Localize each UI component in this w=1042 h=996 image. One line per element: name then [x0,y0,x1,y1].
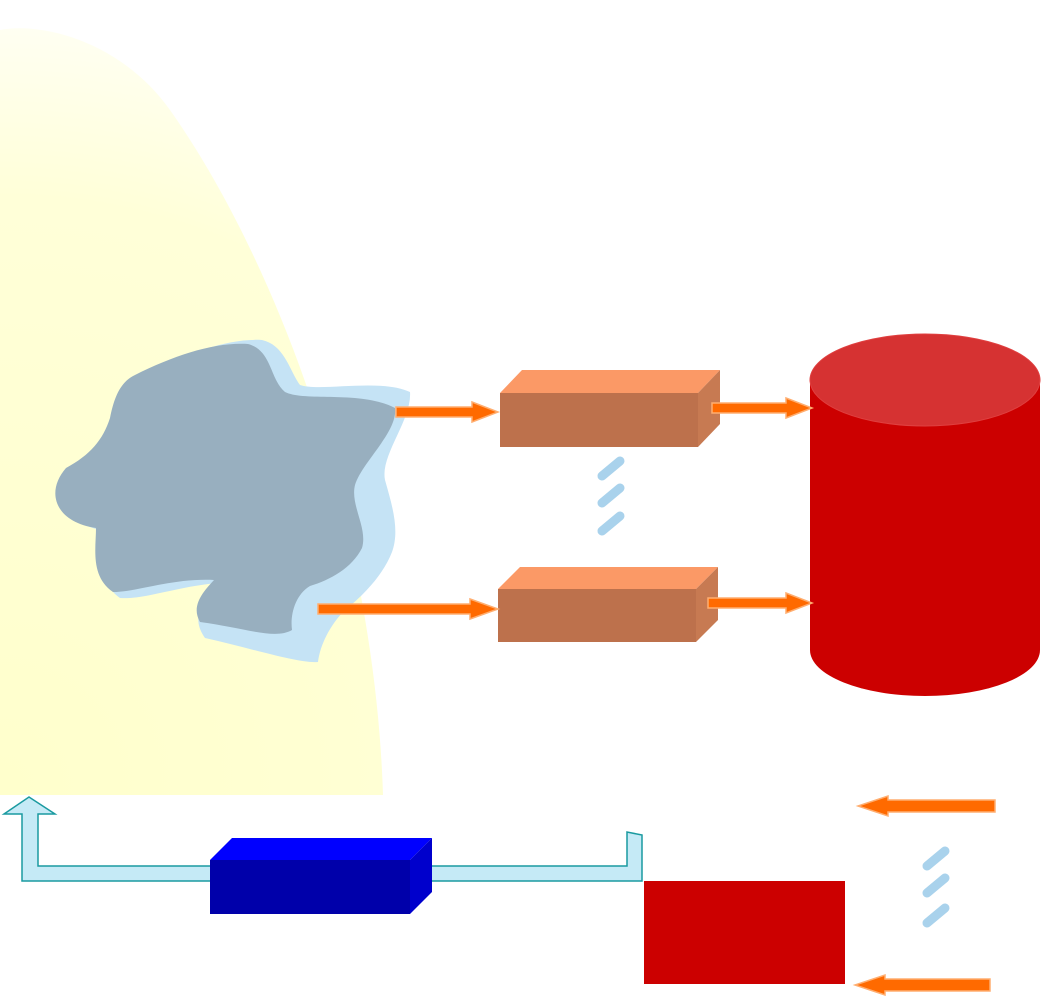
cloud-shape [55,339,411,663]
box-upper-top [500,370,720,393]
cloud-face [55,343,396,634]
cylinder-body [810,380,1040,696]
arrows [317,396,996,996]
ellipsis-dash [922,903,950,928]
box-lower-side [696,567,718,642]
ellipsis-dash [922,873,950,898]
arrow-box-lower-to-cylinder [707,591,815,615]
ellipsis-between-boxes [597,456,625,536]
box-lower-top [498,567,718,589]
ellipsis-dash [922,846,950,871]
box-lower [498,567,718,642]
blue-box [210,838,432,914]
ellipsis-dash [597,511,625,536]
red-rect [644,881,845,984]
box-lower-front [498,589,696,642]
arrow-cloud-to-box-lower [317,597,501,621]
ellipsis-between-right-arrows [922,846,950,928]
box-upper-front [500,393,698,447]
box-upper [500,370,720,447]
ellipsis-dash [597,456,625,481]
cylinder-top [809,333,1041,427]
arrow-box-upper-to-cylinder [711,396,815,420]
blue-box-top [210,838,432,860]
arrow-cloud-to-box-upper [395,400,501,424]
loop-arrow [1,796,643,882]
blue-box-side [410,838,432,914]
arrow-right-lower [852,973,991,996]
ellipsis-dash [597,483,625,508]
box-upper-side [698,370,720,447]
arrow-right-upper [855,794,996,818]
blue-box-front [210,860,410,914]
cylinder [809,333,1041,696]
